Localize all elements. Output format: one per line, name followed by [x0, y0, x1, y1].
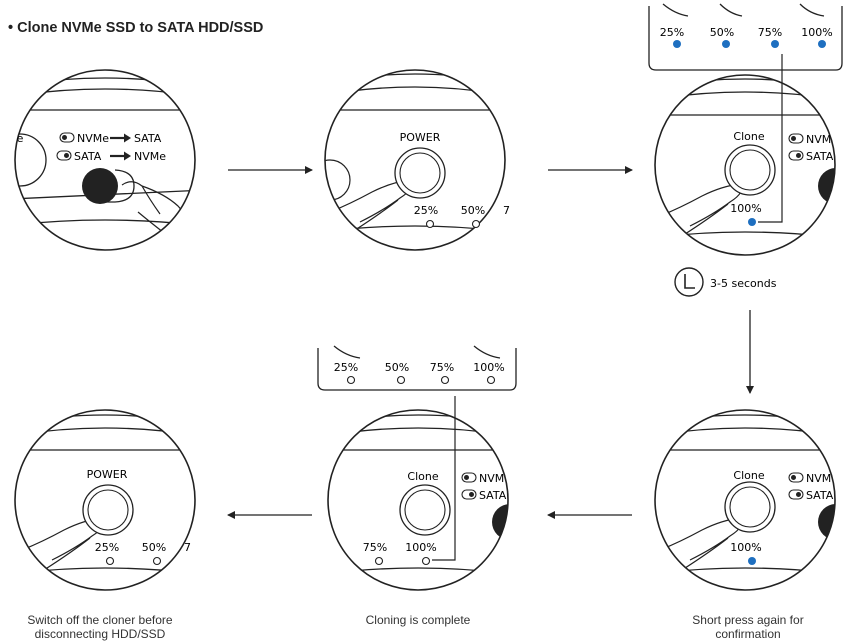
led-25-on [673, 40, 681, 48]
hand-icon [121, 181, 186, 241]
led-label-100: 100% [730, 202, 761, 215]
step-cloning-complete: Clone NVM SATA 75% 100% [327, 409, 509, 591]
switch-label-sata: SATA [74, 150, 102, 163]
led-75 [374, 556, 384, 566]
power-label: POWER [400, 131, 441, 144]
strip-label-100: 100% [801, 26, 832, 39]
led-label-50: 50% [142, 541, 166, 554]
led-100-on [818, 40, 826, 48]
led-100-on [748, 218, 756, 226]
power-label: POWER [87, 468, 128, 481]
led-50 [471, 219, 481, 229]
clock-icon [674, 267, 704, 297]
clone-label: Clone [407, 470, 438, 483]
step-hold-clone: Clone NVM SATA 100% [654, 74, 836, 256]
clone-button [724, 481, 776, 533]
led-50 [152, 556, 162, 566]
clone-label: Clone [733, 469, 764, 482]
strip-label-100: 100% [473, 361, 504, 374]
strip-label-50: 50% [385, 361, 409, 374]
callout-line [758, 54, 783, 223]
switch-label-nvme-cut: NVM [806, 133, 831, 146]
led-75-on [771, 40, 779, 48]
switch-label-to-sata: SATA [134, 132, 162, 145]
strip-label-50: 50% [710, 26, 734, 39]
timer-note: 3-5 seconds [674, 267, 777, 297]
caption-complete: Cloning is complete [365, 613, 471, 627]
caption-short-press: Short press again for confirmation [692, 613, 804, 641]
step-press-power: POWER 25% 50% 7 [324, 69, 510, 251]
led-label-50: 50% [461, 204, 485, 217]
clone-button [724, 144, 776, 196]
led-label-25: 25% [414, 204, 438, 217]
power-button [394, 147, 446, 199]
step-short-press: Clone NVM SATA 100% [654, 409, 836, 591]
switch-label-nvme-cut: NVM [806, 472, 831, 485]
led-25 [425, 219, 435, 229]
clone-label: Clone [733, 130, 764, 143]
led-50-on [722, 40, 730, 48]
strip-label-75: 75% [758, 26, 782, 39]
led-25 [105, 556, 115, 566]
strip-label-25: 25% [334, 361, 358, 374]
led-strip-all-on: 25% 50% 75% 100% [648, 3, 843, 71]
power-button [82, 484, 134, 536]
led-100 [421, 556, 431, 566]
timer-text: 3-5 seconds [710, 277, 777, 290]
switch-label-nvme: NVMe [77, 132, 109, 145]
switch-label-sata-cut: SATA [806, 150, 834, 163]
strip-label-75: 75% [430, 361, 454, 374]
slide-switch-knob [82, 168, 118, 204]
led-label-partial: 7 [184, 541, 191, 554]
switch-label-sata-cut: SATA [806, 489, 834, 502]
led-label-partial: 7 [503, 204, 510, 217]
led-label-100: 100% [730, 541, 761, 554]
led-label-25: 25% [95, 541, 119, 554]
led-label-100: 100% [405, 541, 436, 554]
callout-line [432, 396, 456, 561]
switch-label-sata-cut: SATA [479, 489, 507, 502]
page-title: • Clone NVMe SSD to SATA HDD/SSD [8, 20, 264, 36]
step-set-switch: e NVMe SATA SATA NVMe [14, 69, 196, 251]
clone-button [399, 484, 451, 536]
strip-label-25: 25% [660, 26, 684, 39]
step-switch-off: POWER 25% 50% 7 [14, 409, 196, 591]
switch-label-to-nvme: NVMe [134, 150, 166, 163]
svg-text:e: e [17, 132, 24, 145]
caption-switch-off: Switch off the cloner before disconnecti… [27, 613, 173, 641]
switch-label-nvme-cut: NVM [479, 472, 504, 485]
led-100-on [748, 557, 756, 565]
led-strip-all-off: 25% 50% 75% 100% [317, 345, 517, 391]
led-label-75: 75% [363, 541, 387, 554]
